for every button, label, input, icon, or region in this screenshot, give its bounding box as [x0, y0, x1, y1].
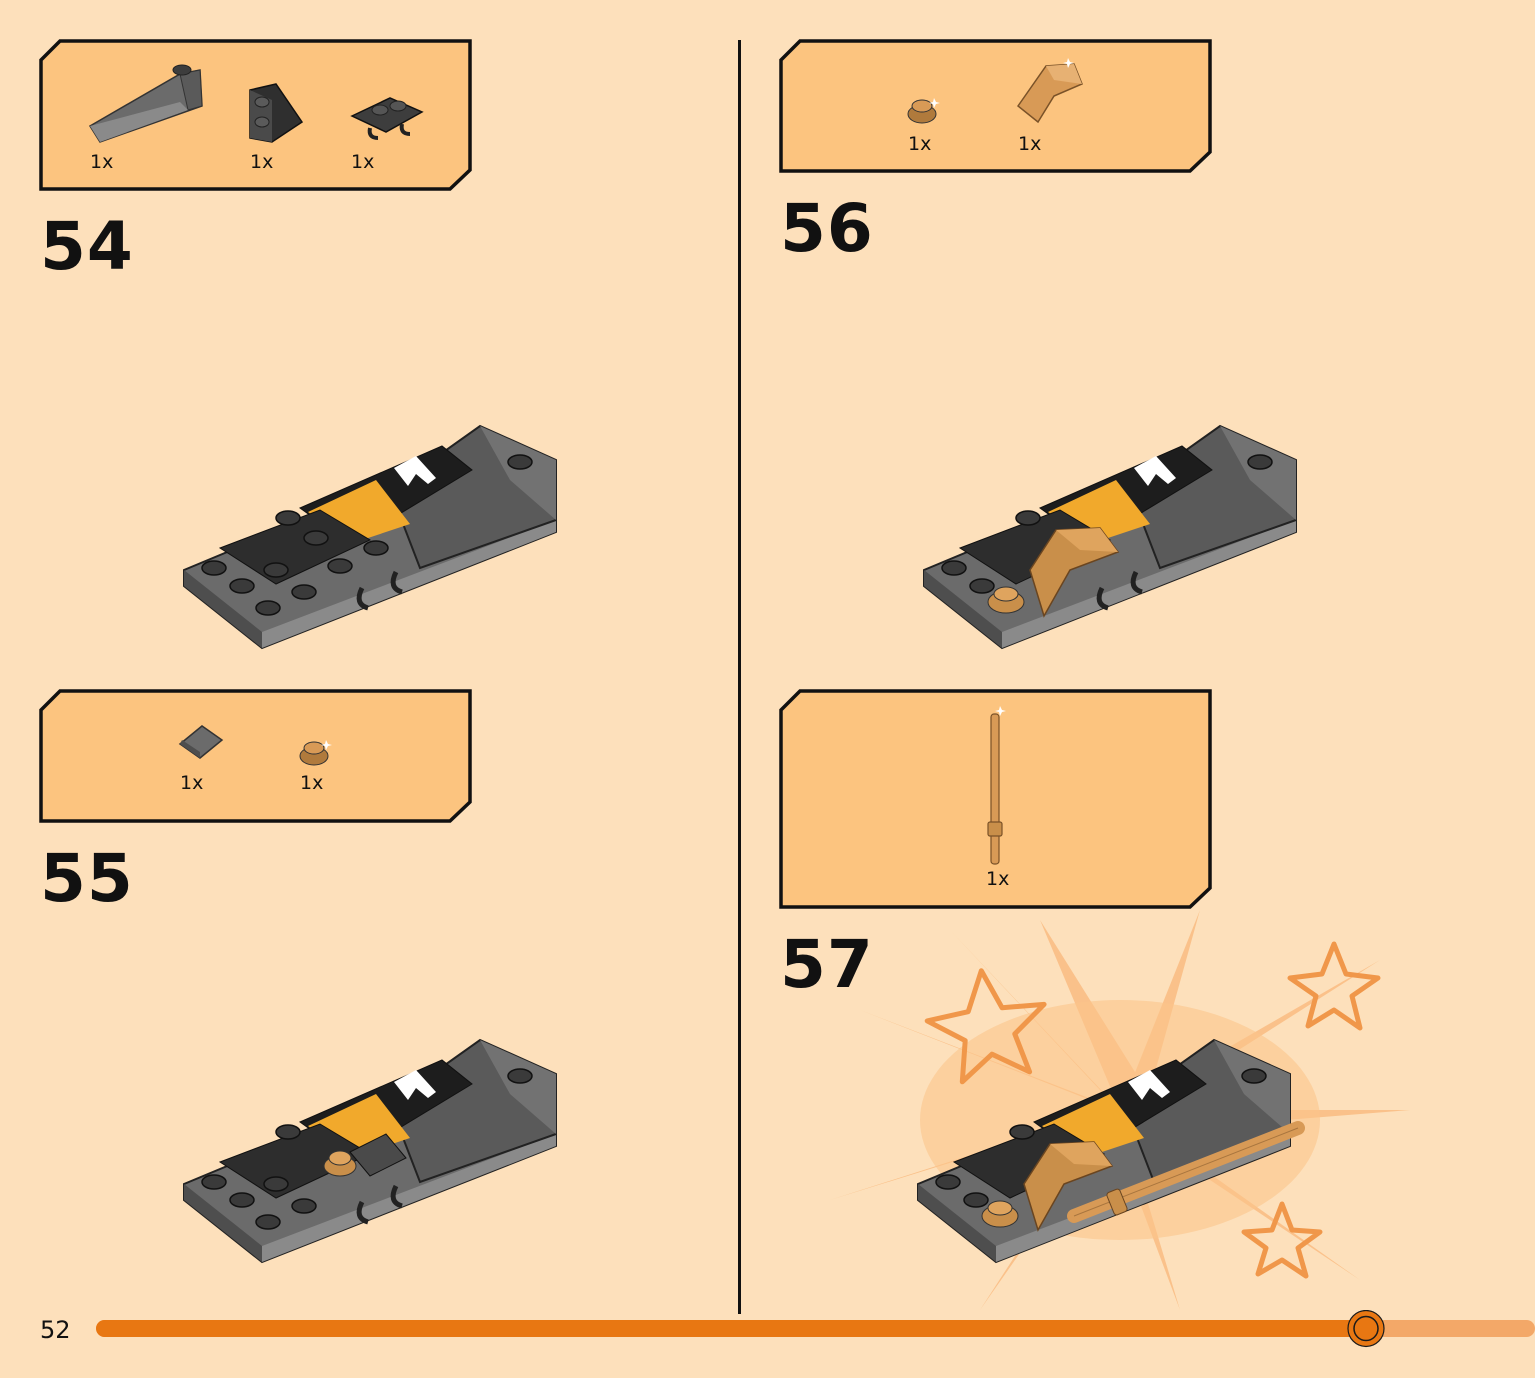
wedge-plate-icon — [249, 83, 304, 143]
parts-box-step-54: 1x 1x 1x — [38, 38, 474, 192]
column-divider — [738, 40, 741, 1314]
part-quantity: 1x — [90, 151, 114, 173]
part-quantity: 1x — [250, 151, 274, 173]
model-assembly-step-54 — [183, 424, 557, 650]
clip-plate-icon — [350, 97, 424, 140]
wedge-slope-icon — [88, 64, 203, 143]
step-number: 54 — [40, 208, 134, 285]
round-plate-icon — [907, 98, 940, 124]
slope-tile-icon — [178, 725, 224, 759]
part-quantity: 1x — [300, 772, 324, 794]
model-assembly-step-57 — [917, 1038, 1305, 1264]
step-number: 57 — [780, 926, 874, 1003]
step-number: 56 — [780, 190, 874, 267]
curved-slope-icon — [1016, 58, 1083, 124]
step-number: 55 — [40, 840, 134, 917]
part-quantity: 1x — [180, 772, 204, 794]
part-quantity: 1x — [986, 868, 1010, 890]
progress-marker — [1347, 1310, 1385, 1348]
parts-box-step-56: 1x 1x — [778, 38, 1214, 174]
part-quantity: 1x — [351, 151, 375, 173]
parts-box-step-57: 1x — [778, 688, 1214, 910]
round-plate-icon — [299, 740, 332, 766]
model-assembly-step-55 — [183, 1038, 557, 1264]
parts-box-step-55: 1x 1x — [38, 688, 474, 824]
bar-icon — [987, 706, 1006, 865]
progress-bar — [96, 1310, 1535, 1348]
part-quantity: 1x — [1018, 133, 1042, 155]
page-number: 52 — [40, 1316, 71, 1344]
part-quantity: 1x — [908, 133, 932, 155]
progress-fill — [96, 1320, 1366, 1337]
model-assembly-step-56 — [923, 424, 1297, 650]
